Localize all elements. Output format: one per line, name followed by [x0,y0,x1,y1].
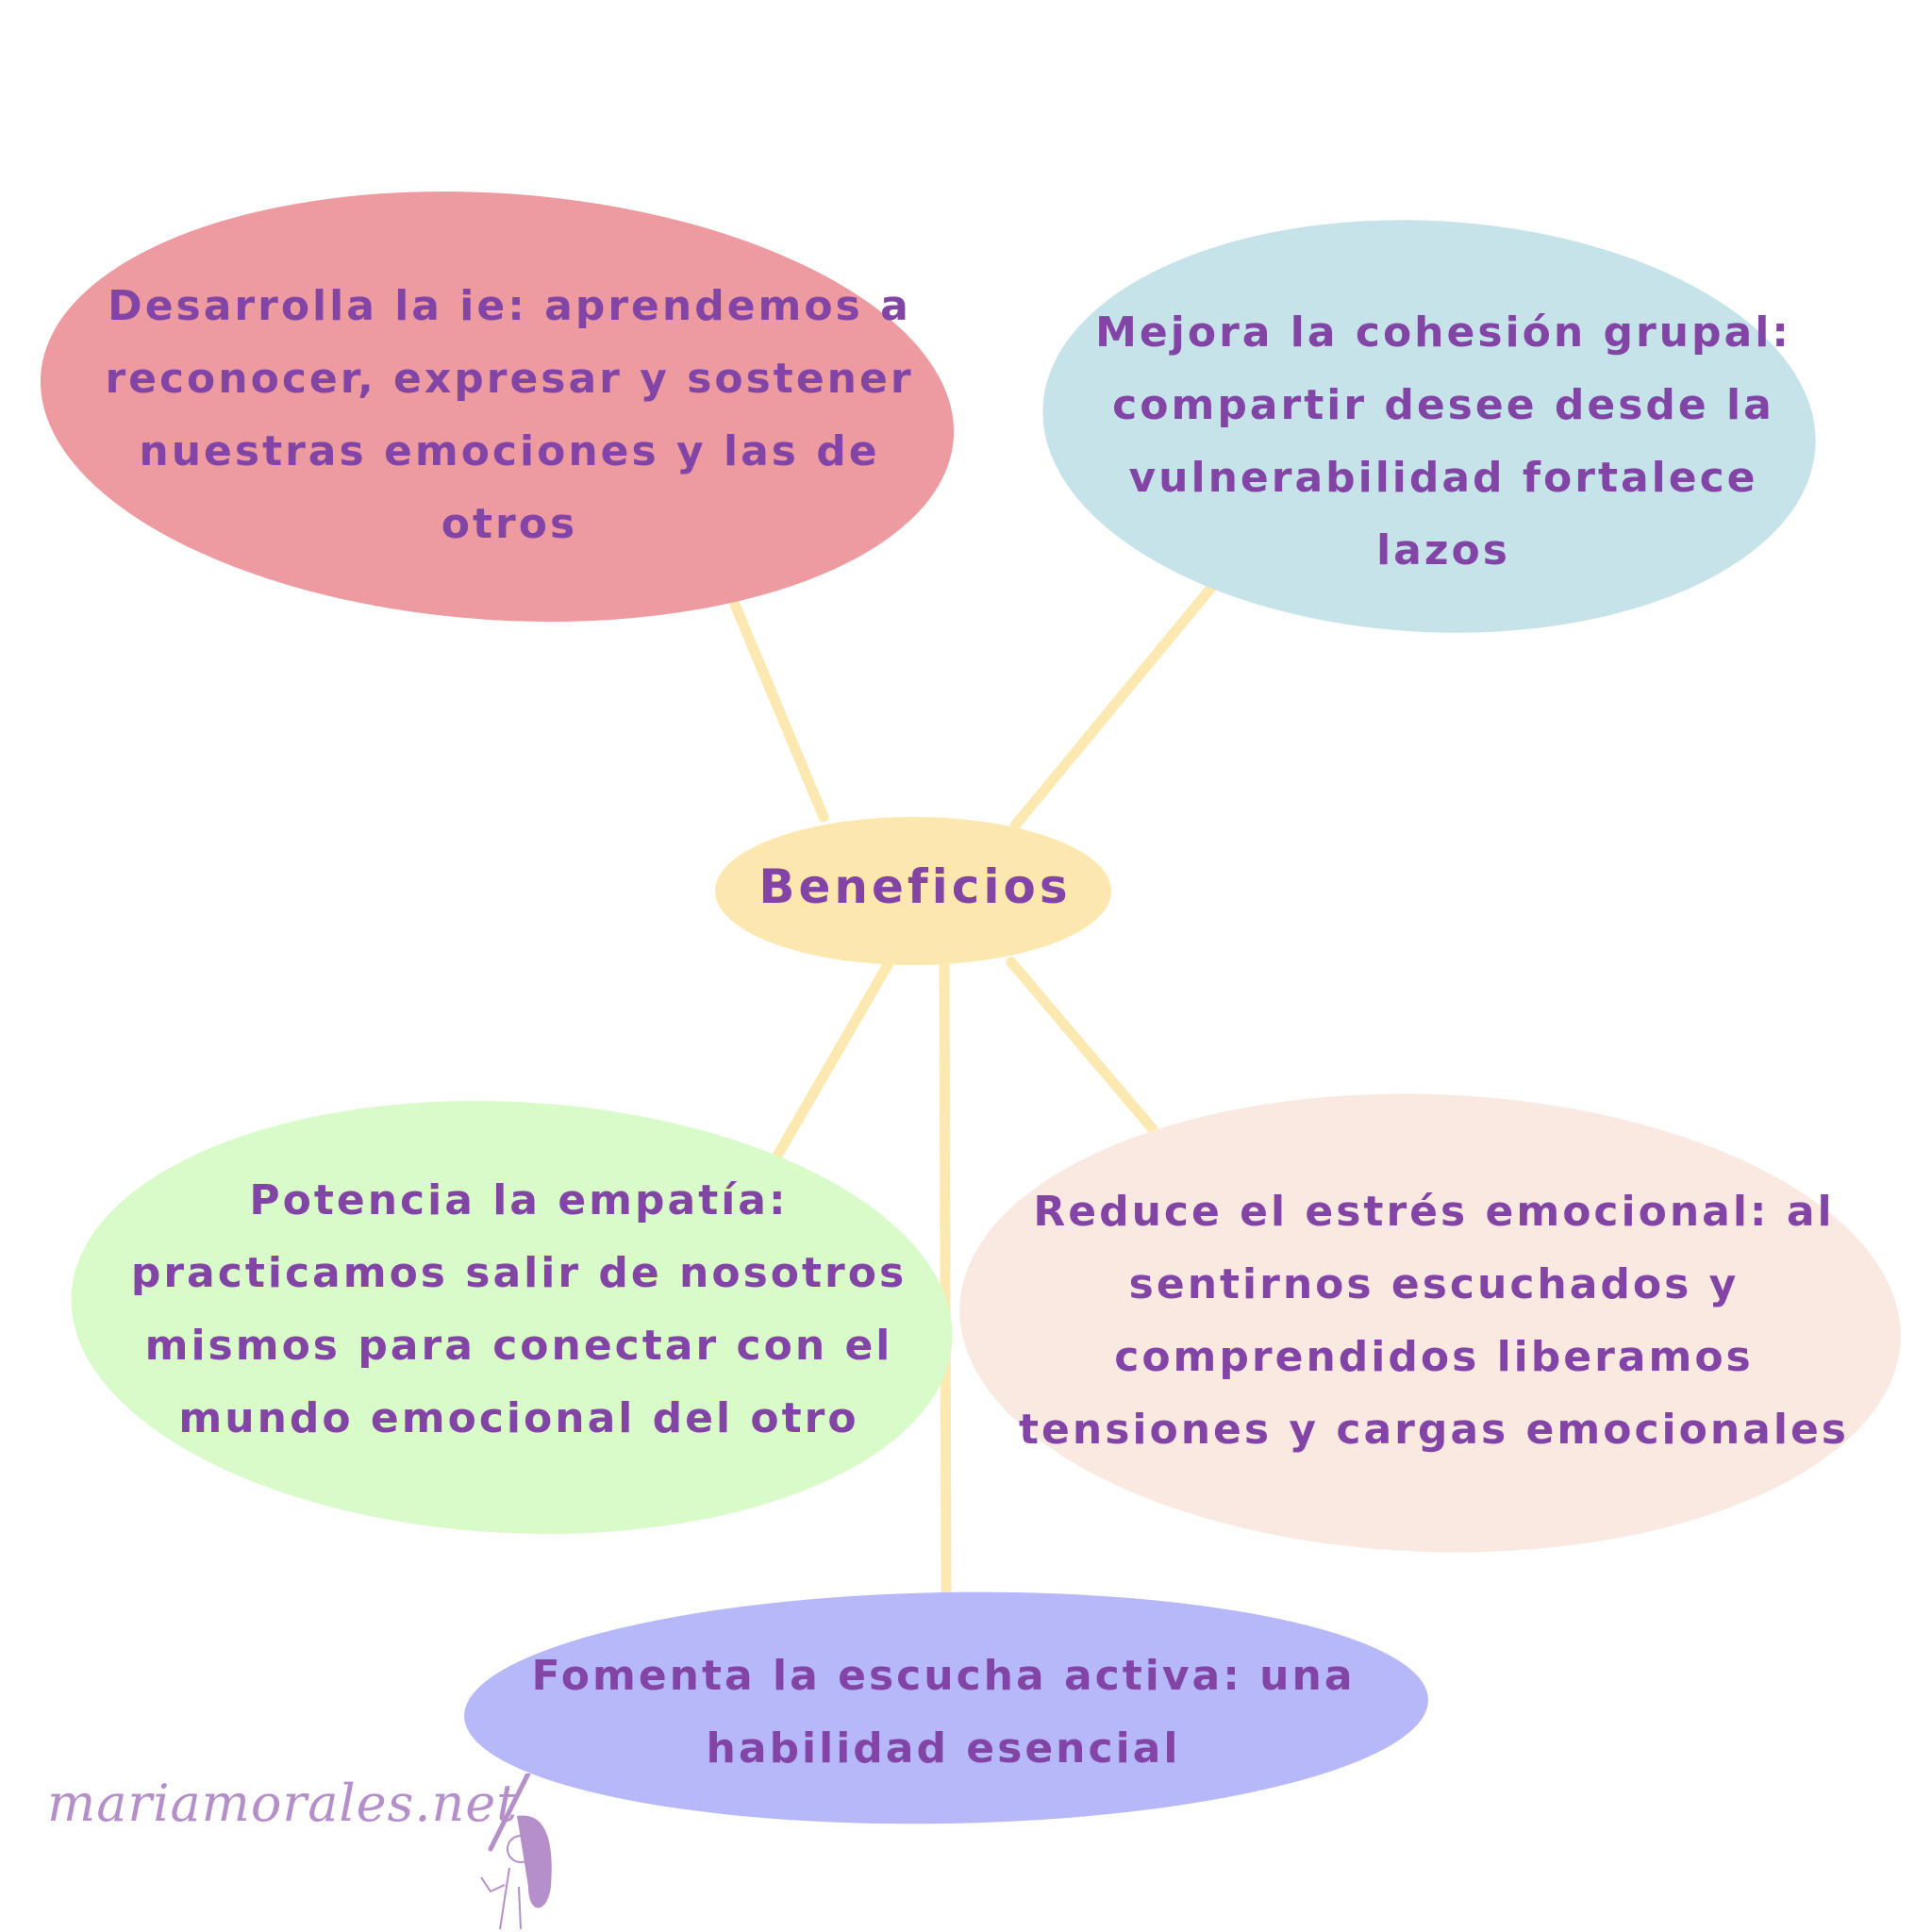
center-label: Beneficios [758,858,1072,914]
node-text-escucha: Fomenta la escucha activa: una habilidad… [531,1652,1356,1773]
connector-blue [1009,572,1225,831]
connector-peach [1006,957,1158,1135]
connector-violet [939,957,952,1600]
node-text-ie: Desarrolla la ie: aprendemos a reconocer… [105,282,914,548]
node-text-cohesion: Mejora la cohesión grupal: compartir des… [1095,308,1791,575]
node-text-estres: Reduce el estrés emocional: al sentirnos… [1019,1188,1849,1454]
girl-drawing-icon [480,1774,552,1930]
node-text-empatia: Potencia la empatía: practicamos salir d… [130,1176,908,1442]
connector-red [727,594,829,823]
center-bubble [715,817,1111,965]
watermark-text: mariamorales.net [47,1774,518,1833]
connector-green [768,928,911,1168]
